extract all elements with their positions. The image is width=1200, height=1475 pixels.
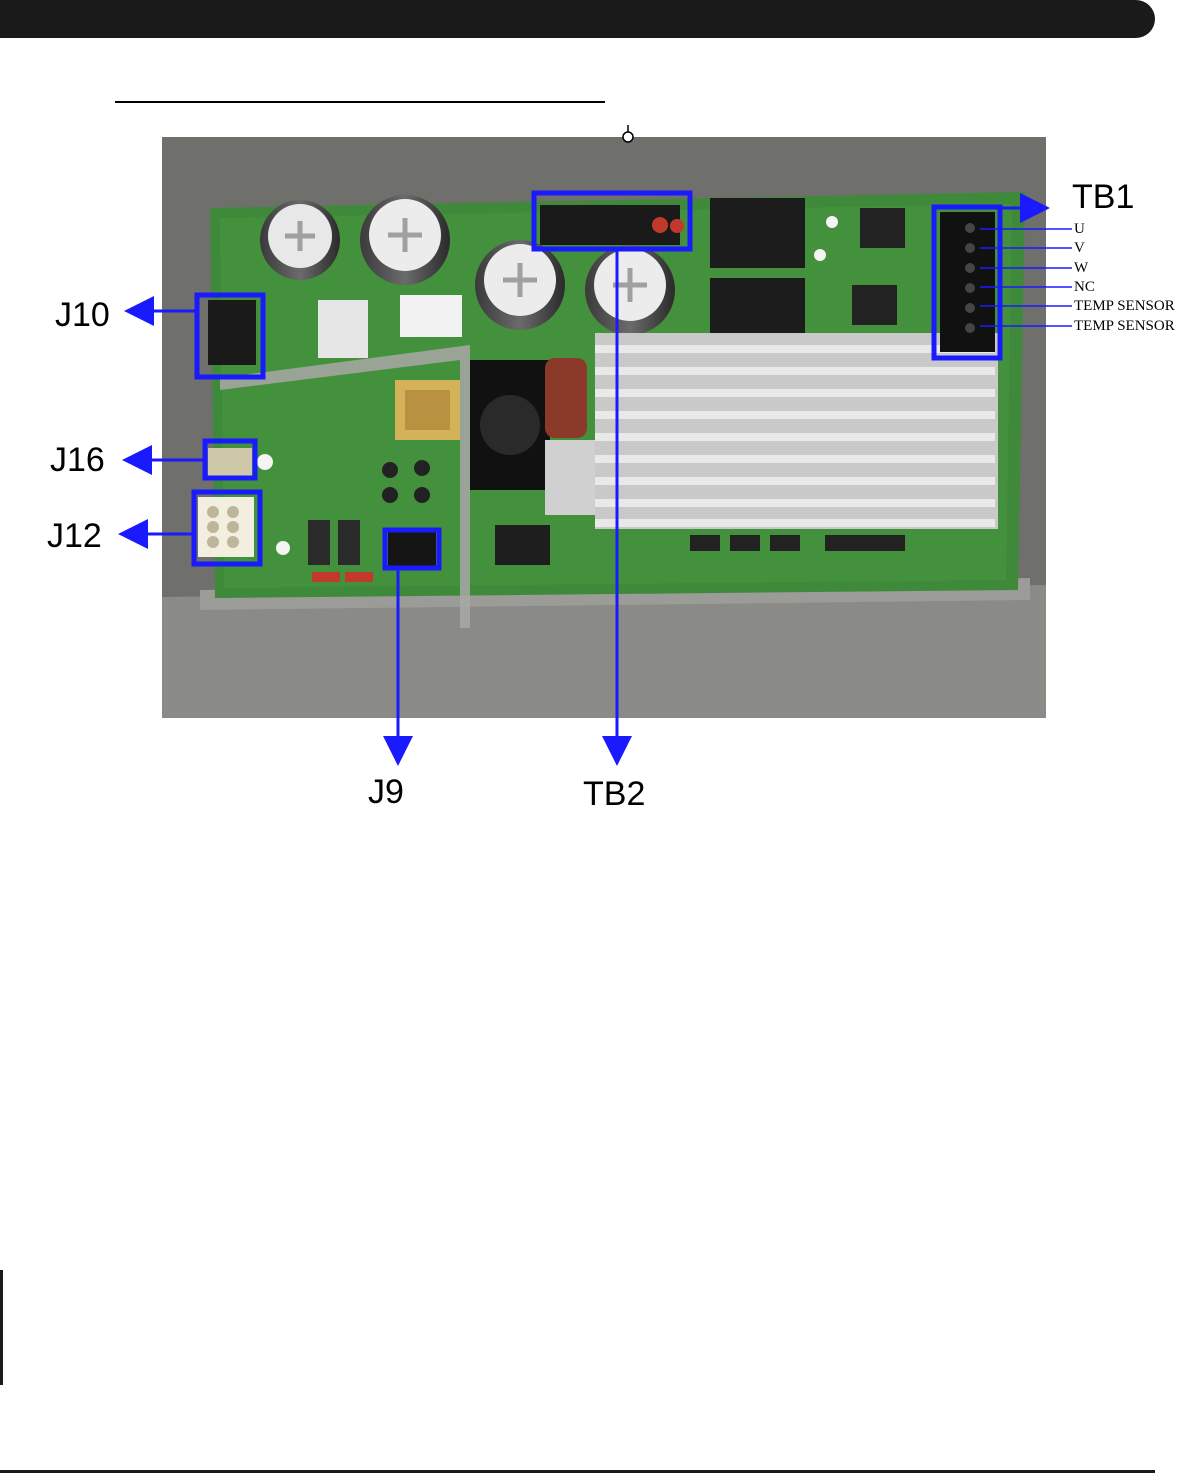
tb1-pin-label: TEMP SENSOR [1074, 318, 1175, 334]
heatsink [545, 333, 998, 529]
board-photo [162, 137, 1046, 718]
margin-rule [0, 1270, 3, 1385]
label-tb1: TB1 [1072, 178, 1134, 216]
pin-marker-icon [623, 125, 633, 142]
tb1-pin-label: NC [1074, 279, 1095, 295]
tb1-pin-label: V [1074, 240, 1085, 256]
tb1-pin-label: U [1074, 221, 1085, 237]
label-j9: J9 [368, 773, 404, 811]
label-j16: J16 [50, 441, 105, 479]
label-tb2: TB2 [583, 775, 645, 813]
tb1-pin-label: TEMP SENSOR [1074, 298, 1175, 314]
label-j10: J10 [55, 296, 110, 334]
label-j12: J12 [47, 517, 102, 555]
footer-rule [0, 1470, 1155, 1473]
tb1-pin-label: W [1074, 260, 1089, 276]
